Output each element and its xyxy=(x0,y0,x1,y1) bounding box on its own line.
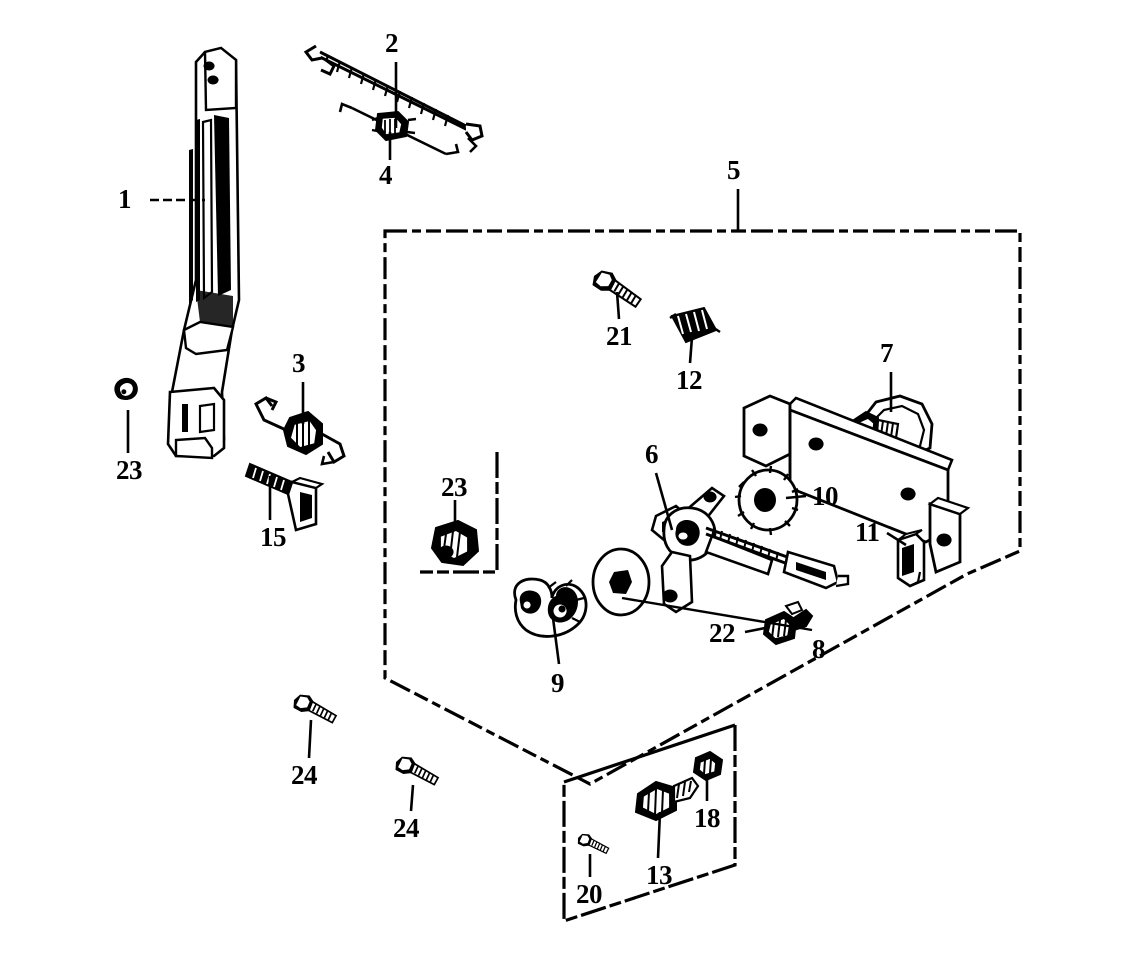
part-flange-nut-inset xyxy=(430,519,480,567)
callout-7[interactable]: 7 xyxy=(880,338,894,368)
adjuster-inset-outline xyxy=(562,723,737,924)
callout-2[interactable]: 2 xyxy=(385,28,399,58)
part-adjusting-bolt xyxy=(634,776,700,822)
part-lock-nut xyxy=(692,750,724,782)
callout-1[interactable]: 1 xyxy=(118,184,132,214)
callout-24-lower[interactable]: 24 xyxy=(393,813,420,843)
part-compression-spring xyxy=(669,306,721,344)
callout-13[interactable]: 13 xyxy=(646,860,673,890)
main-assembly-outline xyxy=(383,229,1022,786)
callout-10[interactable]: 10 xyxy=(812,481,839,511)
flange-nut-inset-outline xyxy=(420,452,499,574)
callout-9[interactable]: 9 xyxy=(551,668,565,698)
callout-leader-lines xyxy=(126,62,907,877)
callout-23-left[interactable]: 23 xyxy=(116,455,143,485)
part-cable-bracket-clamp xyxy=(896,529,926,588)
part-hex-flange-bolt-small xyxy=(575,831,612,855)
part-throttle-arm xyxy=(650,486,774,614)
callout-18[interactable]: 18 xyxy=(694,803,721,833)
part-tapping-screw-1 xyxy=(290,690,341,724)
callout-5[interactable]: 5 xyxy=(727,155,741,185)
callout-20[interactable]: 20 xyxy=(576,879,603,909)
part-friction-spring-plate xyxy=(513,577,588,638)
callout-8[interactable]: 8 xyxy=(812,634,826,664)
callout-24-upper[interactable]: 24 xyxy=(291,760,318,790)
part-flange-nut-left xyxy=(114,377,138,400)
part-flat-washer-large xyxy=(591,547,651,617)
part-main-bracket xyxy=(742,394,971,574)
callout-23-inset[interactable]: 23 xyxy=(441,472,468,502)
callout-4[interactable]: 4 xyxy=(379,160,393,190)
callout-11[interactable]: 11 xyxy=(855,517,880,547)
part-tapping-screw-2 xyxy=(392,752,443,786)
callout-15[interactable]: 15 xyxy=(260,522,287,552)
callout-3[interactable]: 3 xyxy=(292,348,306,378)
part-wave-washer xyxy=(734,465,799,536)
part-cable-stopper-bracket xyxy=(244,462,325,532)
callout-6[interactable]: 6 xyxy=(645,439,659,469)
callout-22[interactable]: 22 xyxy=(709,618,736,648)
part-cable-clip-spring xyxy=(254,396,346,466)
callout-12[interactable]: 12 xyxy=(676,365,703,395)
part-throttle-cable xyxy=(303,44,484,156)
part-control-lever-arm xyxy=(166,46,241,460)
callout-21[interactable]: 21 xyxy=(606,321,633,351)
part-spring-link-wire xyxy=(705,526,850,590)
